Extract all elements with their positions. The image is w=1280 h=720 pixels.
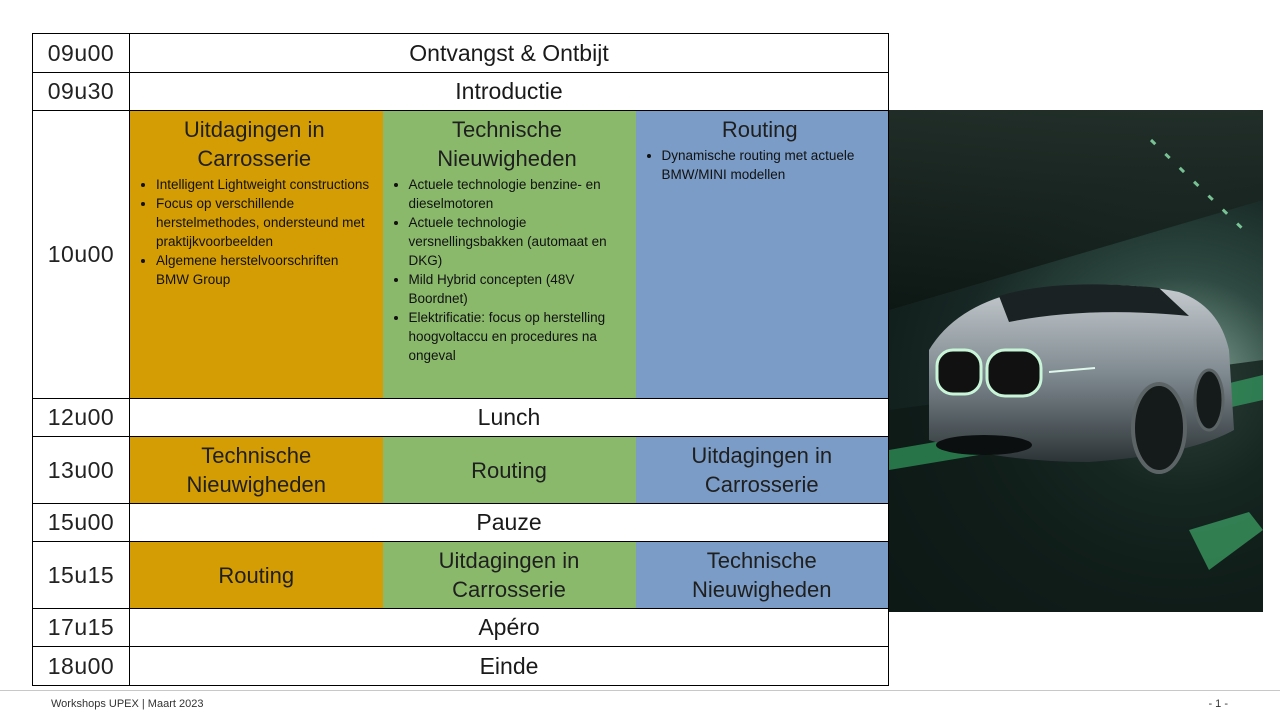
time-cell: 13u00 [32, 436, 130, 504]
bullet-item: Actuele technologie benzine- en dieselmo… [409, 175, 626, 213]
session-title: Routing [721, 117, 798, 142]
time-cell: 09u00 [32, 33, 130, 73]
time-cell: 10u00 [32, 110, 130, 399]
session-technische-nieuwigheden: Technische Nieuwigheden Actuele technolo… [382, 110, 636, 399]
car-photo [889, 110, 1263, 612]
session-routing: Routing [129, 541, 383, 609]
time-cell: 15u15 [32, 541, 130, 609]
car-illustration [889, 110, 1263, 612]
bullet-item: Mild Hybrid concepten (48V Boordnet) [409, 270, 626, 308]
bullet-item: Elektrificatie: focus op herstelling hoo… [409, 308, 626, 365]
agenda-row: 10u00 Uitdagingen in Carrosserie Intelli… [32, 110, 889, 399]
agenda-item: Lunch [129, 398, 889, 437]
time-cell: 12u00 [32, 398, 130, 437]
agenda-row: 09u00 Ontvangst & Ontbijt [32, 33, 889, 73]
agenda-row: 09u30 Introductie [32, 72, 889, 111]
agenda-table: 09u00 Ontvangst & Ontbijt 09u30 Introduc… [32, 33, 889, 686]
time-cell: 15u00 [32, 503, 130, 542]
time-cell: 17u15 [32, 608, 130, 647]
session-carrosserie: Uitdagingen in Carrosserie Intelligent L… [129, 110, 383, 399]
agenda-row: 15u00 Pauze [32, 503, 889, 542]
agenda-item: Introductie [129, 72, 889, 111]
session-technische-nieuwigheden: Technische Nieuwigheden [635, 541, 889, 609]
agenda-row: 15u15 Routing Uitdagingen in Carrosserie… [32, 541, 889, 609]
page-number: - 1 - [1208, 698, 1228, 710]
session-technische-nieuwigheden: Technische Nieuwigheden [129, 436, 383, 504]
session-routing: Routing [382, 436, 636, 504]
bullet-item: Intelligent Lightweight constructions [156, 175, 373, 194]
agenda-row: 12u00 Lunch [32, 398, 889, 437]
time-cell: 18u00 [32, 646, 130, 686]
session-carrosserie: Uitdagingen in Carrosserie [635, 436, 889, 504]
bullet-list: Actuele technologie benzine- en dieselmo… [389, 175, 626, 365]
session-title: Uitdagingen in Carrosserie [183, 117, 325, 171]
footer-text: Workshops UPEX | Maart 2023 [51, 698, 204, 710]
footer-divider [0, 690, 1280, 691]
bullet-item: Focus op verschillende herstelmethodes, … [156, 194, 373, 251]
agenda-item: Einde [129, 646, 889, 686]
agenda-row: 13u00 Technische Nieuwigheden Routing Ui… [32, 436, 889, 504]
session-routing: Routing Dynamische routing met actuele B… [635, 110, 889, 399]
bullet-item: Dynamische routing met actuele BMW/MINI … [662, 146, 879, 184]
bullet-item: Algemene herstelvoorschriften BMW Group [156, 251, 373, 289]
agenda-row: 18u00 Einde [32, 646, 889, 686]
agenda-item: Ontvangst & Ontbijt [129, 33, 889, 73]
session-carrosserie: Uitdagingen in Carrosserie [382, 541, 636, 609]
bullet-list: Intelligent Lightweight constructions Fo… [136, 175, 373, 289]
time-cell: 09u30 [32, 72, 130, 111]
agenda-item: Pauze [129, 503, 889, 542]
bullet-item: Actuele technologie versnellingsbakken (… [409, 213, 626, 270]
agenda-item: Apéro [129, 608, 889, 647]
agenda-row: 17u15 Apéro [32, 608, 889, 647]
bullet-list: Dynamische routing met actuele BMW/MINI … [642, 146, 879, 184]
session-title: Technische Nieuwigheden [437, 117, 577, 171]
